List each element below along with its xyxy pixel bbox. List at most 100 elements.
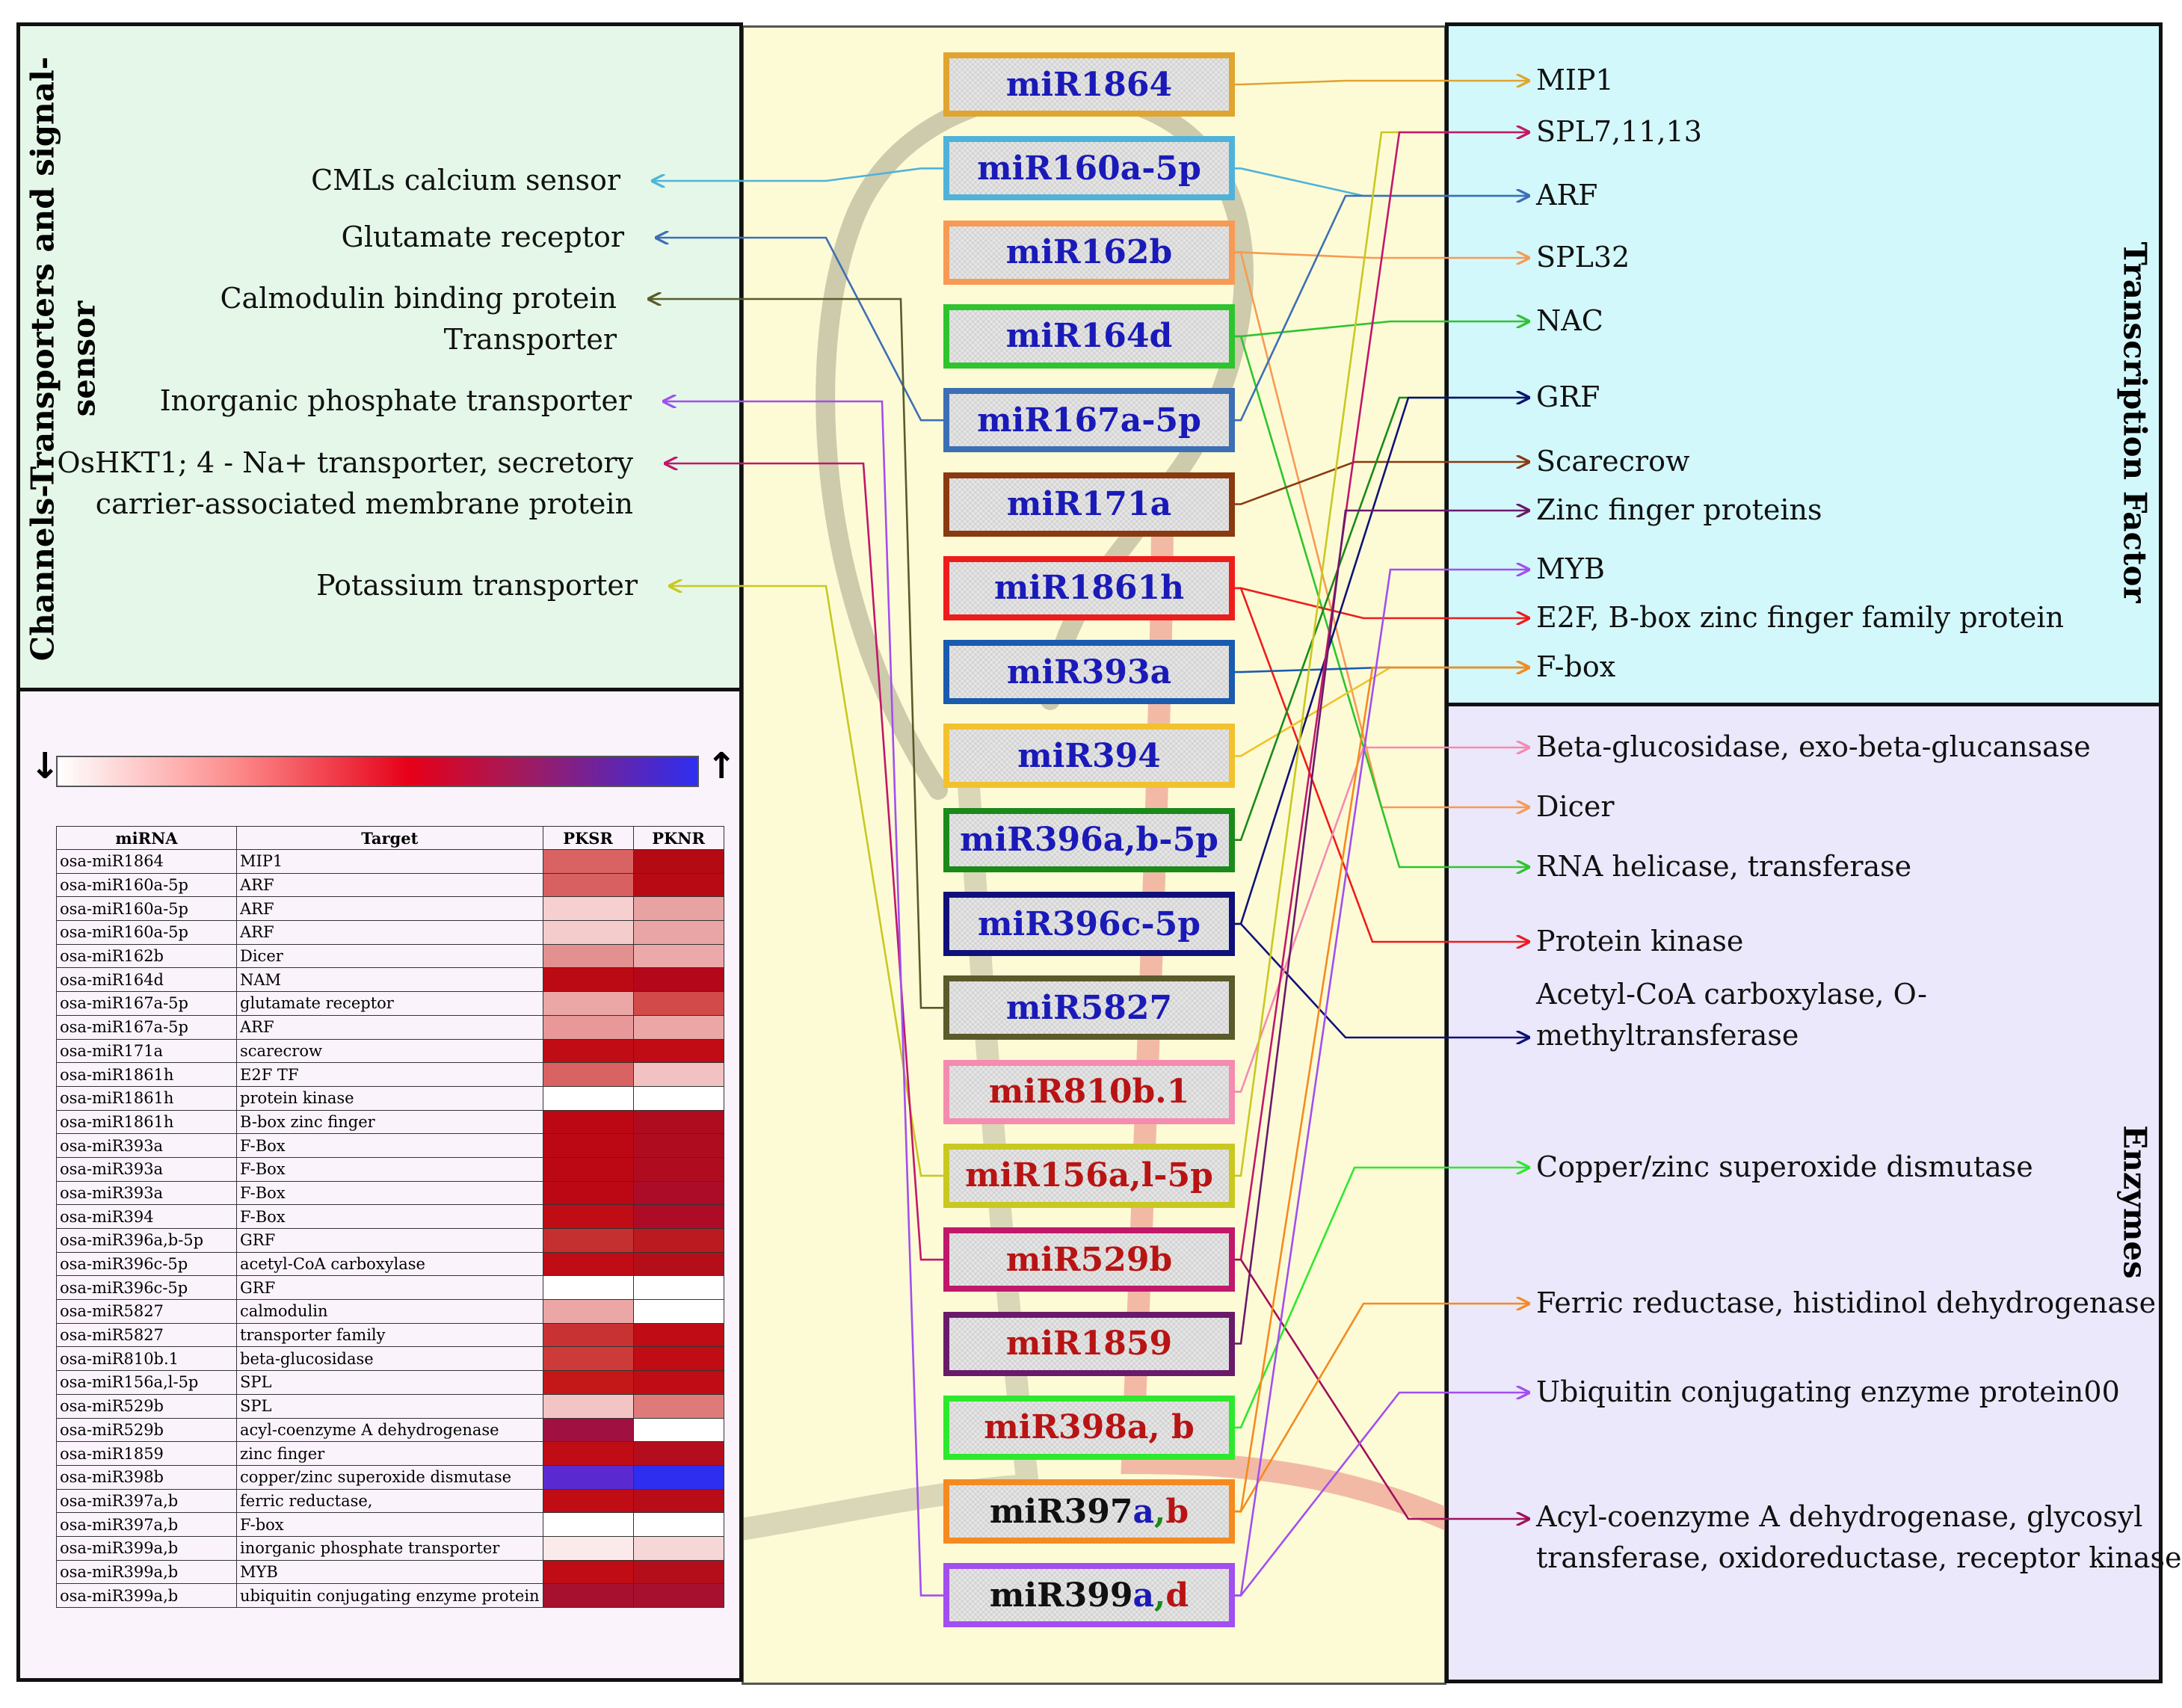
- cell-pksr-heat: [542, 872, 634, 898]
- right-target-ferric: Ferric reductase, histidinol dehydrogena…: [1536, 1286, 2157, 1319]
- mirna-box-m1864: miR1864: [943, 52, 1235, 117]
- cell-mirna: osa-miR399a,b: [56, 1583, 237, 1608]
- right-target-zinc: Zinc finger proteins: [1536, 493, 1822, 526]
- cell-pksr-heat: [542, 1583, 634, 1608]
- cell-target: B-box zinc finger: [236, 1109, 543, 1135]
- cell-target: ubiquitin conjugating enzyme protein: [236, 1583, 543, 1608]
- mirna-label-part: ,: [1154, 1492, 1166, 1531]
- cell-pksr-heat: [542, 1535, 634, 1561]
- left-target-cal: Calmodulin binding protein Transporter: [220, 282, 617, 357]
- cell-pksr-heat: [542, 1370, 634, 1395]
- cell-target: NAM: [236, 967, 543, 993]
- link-m160-arf: [1235, 167, 1529, 196]
- cell-target: beta-glucosidase: [236, 1346, 543, 1372]
- expression-colorbar: ↓ ↑: [30, 745, 736, 796]
- cell-pksr-heat: [542, 1464, 634, 1490]
- cell-pksr-heat: [542, 1251, 634, 1277]
- cell-pknr-heat: [632, 967, 724, 993]
- heatmap-header-row: miRNA Target PKSR PKNR: [56, 826, 724, 850]
- cell-target: F-Box: [236, 1133, 543, 1158]
- cell-pknr-heat: [632, 896, 724, 922]
- cell-pknr-heat: [632, 1133, 724, 1158]
- cell-target: ARF: [236, 896, 543, 922]
- mirna-box-m1859: miR1859: [943, 1311, 1235, 1376]
- mirna-label-part: d: [1165, 1576, 1189, 1615]
- link-m5827-cal: [649, 299, 943, 1009]
- cell-pknr-heat: [632, 1228, 724, 1253]
- right-target-spl32: SPL32: [1536, 241, 1630, 274]
- cell-target: copper/zinc superoxide dismutase: [236, 1464, 543, 1490]
- right-target-mip1: MIP1: [1536, 64, 1614, 96]
- cell-mirna: osa-miR396c-5p: [56, 1251, 237, 1277]
- cell-pksr-heat: [542, 1228, 634, 1253]
- cell-pksr-heat: [542, 1441, 634, 1466]
- cell-pknr-heat: [632, 1062, 724, 1087]
- right-target-beta: Beta-glucosidase, exo-beta-glucansase: [1536, 730, 2091, 763]
- link-m1864-mip1: [1235, 81, 1529, 84]
- cell-pksr-heat: [542, 1346, 634, 1372]
- cell-pksr-heat: [542, 920, 634, 945]
- enzymes-panel: [1445, 703, 2163, 1683]
- link-m156-pot: [670, 586, 943, 1177]
- left-target-pot: Potassium transporter: [316, 569, 638, 602]
- cell-mirna: osa-miR171a: [56, 1038, 237, 1064]
- cell-target: ARF: [236, 872, 543, 898]
- cell-mirna: osa-miR156a,l-5p: [56, 1370, 237, 1395]
- cell-pksr-heat: [542, 1180, 634, 1206]
- link-m156-spl7: [1235, 132, 1529, 1177]
- link-m167-arf: [1235, 196, 1529, 422]
- left-target-cml: CMLs calcium sensor: [311, 164, 620, 197]
- cell-target: MYB: [236, 1559, 543, 1585]
- cell-pksr-heat: [542, 1512, 634, 1537]
- cell-pksr-heat: [542, 1559, 634, 1585]
- link-m399-myb: [1235, 570, 1529, 1597]
- link-m396c-acc: [1235, 922, 1529, 1038]
- cell-pknr-heat: [632, 991, 724, 1016]
- cell-mirna: osa-miR164d: [56, 967, 237, 993]
- right-target-fbox: F-box: [1536, 650, 1616, 683]
- link-m399-ubi: [1235, 1393, 1529, 1597]
- cell-mirna: osa-miR162b: [56, 943, 237, 969]
- cell-pksr-heat: [542, 1038, 634, 1064]
- cell-target: SPL: [236, 1393, 543, 1419]
- link-m1861-e2f: [1235, 587, 1529, 618]
- mirna-box-m396ab: miR396a,b-5p: [943, 807, 1235, 872]
- link-m167-glu: [656, 238, 943, 422]
- cell-pknr-heat: [632, 1085, 724, 1111]
- right-target-nac: NAC: [1536, 304, 1603, 337]
- cell-pknr-heat: [632, 1370, 724, 1395]
- cell-target: F-Box: [236, 1180, 543, 1206]
- transcription-factor-panel: [1445, 22, 2163, 706]
- cell-mirna: osa-miR1861h: [56, 1109, 237, 1135]
- cell-target: ferric reductase,: [236, 1488, 543, 1514]
- mirna-box-m160: miR160a-5p: [943, 136, 1235, 201]
- cell-pksr-heat: [542, 1322, 634, 1348]
- cell-pknr-heat: [632, 1156, 724, 1182]
- cell-mirna: osa-miR5827: [56, 1322, 237, 1348]
- cell-target: MIP1: [236, 849, 543, 874]
- cell-target: ARF: [236, 1014, 543, 1040]
- cell-pknr-heat: [632, 1512, 724, 1537]
- cell-mirna: osa-miR1861h: [56, 1062, 237, 1087]
- mirna-box-m394: miR394: [943, 724, 1235, 789]
- link-m164-nac: [1235, 321, 1529, 338]
- cell-pknr-heat: [632, 920, 724, 945]
- cell-pksr-heat: [542, 943, 634, 969]
- cell-pknr-heat: [632, 1583, 724, 1608]
- mirna-box-m398: miR398a, b: [943, 1395, 1235, 1460]
